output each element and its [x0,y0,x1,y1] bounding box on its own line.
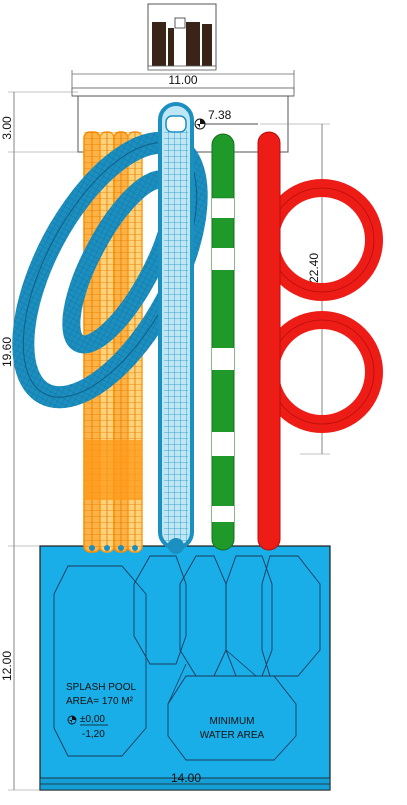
level-top: ±0,00 [80,714,105,725]
level-bottom: -1,20 [82,729,105,740]
min-water-area-line1: MINIMUM [210,716,255,727]
top-depth-label: 3.00 [0,116,14,140]
slide-length-label: 19.60 [0,337,14,367]
pool-width-dimension: 14.00 [40,771,330,785]
red-loop-slide [257,131,383,551]
top-width-dimension: 11.00 [71,70,295,92]
pool-area: AREA= 170 M² [66,696,134,707]
pool-width-label: 14.00 [171,771,201,785]
offset-label: 7.38 [208,108,232,122]
entrance-building [147,3,217,71]
left-dimensions: 3.00 19.60 12.00 [0,91,78,791]
pool-length-label: 12.00 [0,651,14,681]
top-width-label: 11.00 [168,73,197,87]
min-water-area-line2: WATER AREA [200,730,265,741]
level-marker-icon [67,715,77,725]
splash-pool: SPLASH POOL AREA= 170 M² ±0,00 -1,20 MIN… [39,545,331,791]
blue-spiral-slide [12,102,208,554]
green-slide [211,133,235,551]
pool-name: SPLASH POOL [66,682,136,693]
offset-marker: 7.38 [194,108,258,130]
tower-height-label: 22.40 [307,253,321,283]
